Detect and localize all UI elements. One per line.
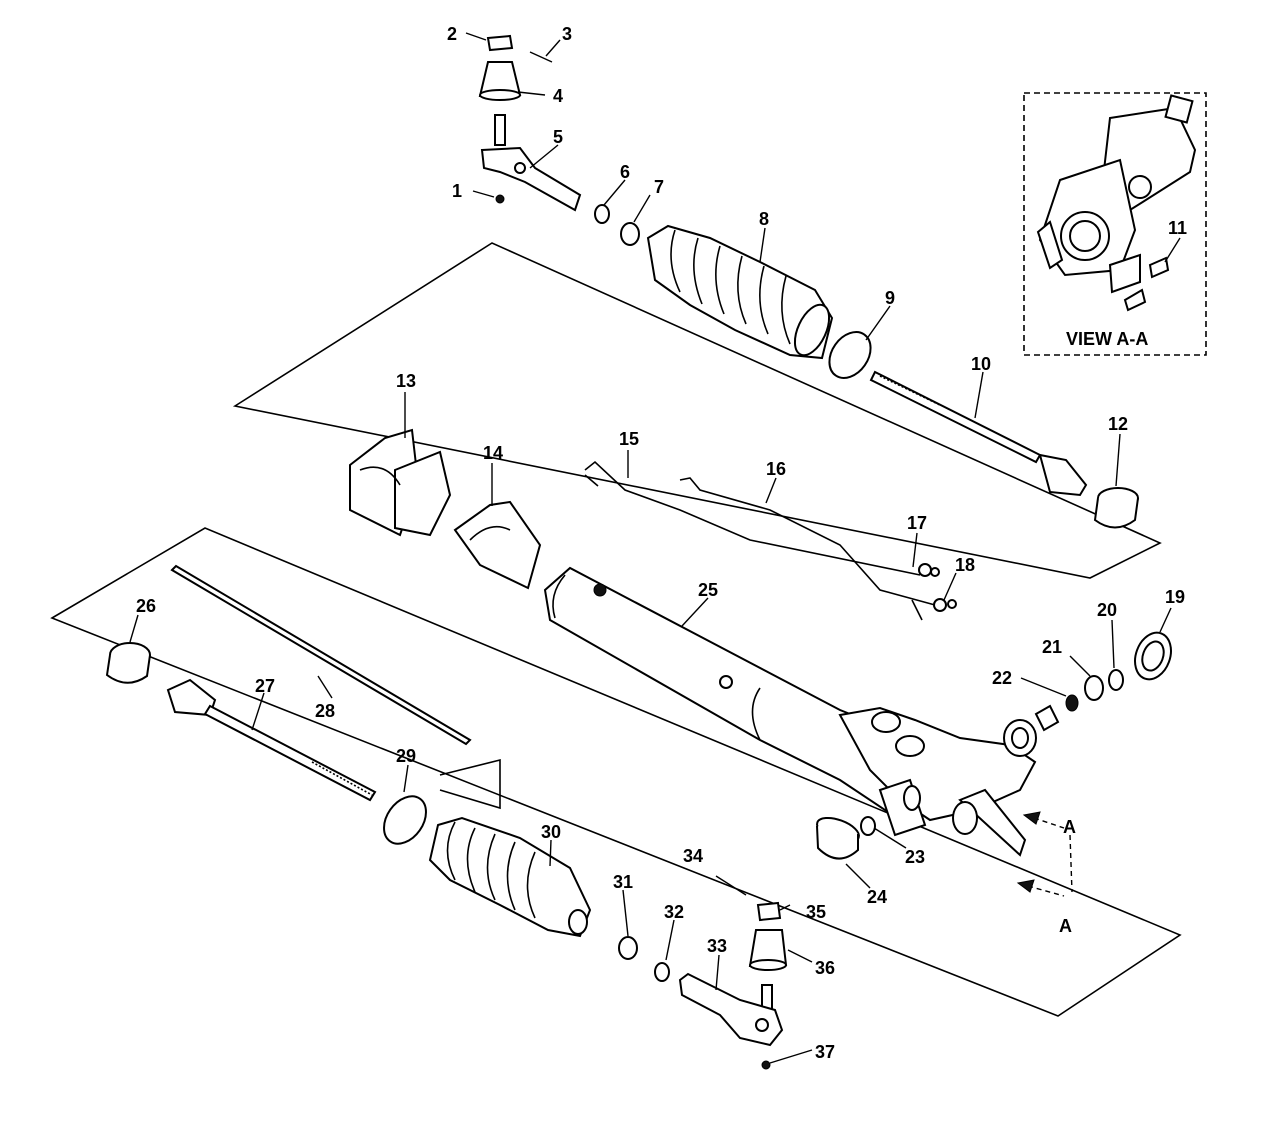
- callout-31: 31: [613, 872, 633, 892]
- callout-20: 20: [1097, 600, 1117, 620]
- pinion-seal-19: [1134, 631, 1172, 681]
- section-marker-a-lower: A: [1059, 916, 1072, 936]
- boot-clamp-upper-icon: [828, 331, 872, 379]
- callout-26: 26: [136, 596, 156, 616]
- view-a-a-label: VIEW A-A: [1066, 329, 1148, 349]
- callout-27: 27: [255, 676, 275, 696]
- boot-clamp-lower-icon: [383, 795, 427, 845]
- nut-23: [860, 816, 876, 836]
- grease-fitting-icon: [495, 194, 505, 204]
- callout-19: 19: [1165, 587, 1185, 607]
- callout-30: 30: [541, 822, 561, 842]
- castle-nut-icon: [486, 34, 514, 52]
- callout-24: 24: [867, 887, 887, 907]
- lower-rack-boot: [428, 816, 592, 938]
- callout-28: 28: [315, 701, 335, 721]
- leader-lines: [129, 32, 1172, 1064]
- fluid-line-16: [679, 477, 936, 621]
- rack-housing: [543, 566, 1060, 857]
- callout-5: 5: [553, 127, 563, 147]
- outer-tie-rod-end-icon: [480, 146, 582, 212]
- callout-15: 15: [619, 429, 639, 449]
- upper-rack-boot: [646, 224, 834, 360]
- lower-group-outline: [50, 527, 1182, 1017]
- callout-8: 8: [759, 209, 769, 229]
- upper-inner-tie-rod: [869, 370, 1088, 497]
- line-fitting-18: [933, 598, 957, 612]
- bushing-24: [816, 816, 860, 860]
- cotter-pin-icon: [529, 51, 553, 63]
- bracket-detail: [439, 758, 501, 810]
- upper-outer-tie-rod-assembly: [478, 34, 640, 246]
- callout-3: 3: [562, 24, 572, 44]
- valve-housing-icon: [1036, 94, 1197, 294]
- section-marker-a-upper: A: [1063, 817, 1076, 837]
- callout-10: 10: [971, 354, 991, 374]
- callout-21: 21: [1042, 637, 1062, 657]
- callout-12: 12: [1108, 414, 1128, 434]
- line-fitting-17: [918, 563, 940, 577]
- callout-23: 23: [905, 847, 925, 867]
- mounting-bracket: [349, 428, 452, 537]
- callout-37: 37: [815, 1042, 835, 1062]
- callout-4: 4: [553, 86, 563, 106]
- callout-2: 2: [447, 24, 457, 44]
- lower-inner-tie-rod: [166, 678, 377, 802]
- part-11-shim-icon: [1123, 256, 1170, 312]
- callout-1: 1: [452, 181, 462, 201]
- callout-6: 6: [620, 162, 630, 182]
- fluid-line-15: [584, 460, 921, 576]
- callout-13: 13: [396, 371, 416, 391]
- callout-36: 36: [815, 958, 835, 978]
- callout-14: 14: [483, 443, 503, 463]
- callout-35: 35: [806, 902, 826, 922]
- jam-nut-32: [654, 962, 670, 982]
- snap-ring-20: [1108, 669, 1124, 691]
- callout-16: 16: [766, 459, 786, 479]
- upper-group-outline: [232, 242, 1162, 579]
- insulator-bushing: [453, 500, 542, 590]
- callout-25: 25: [698, 580, 718, 600]
- callout-11: 11: [1168, 218, 1187, 238]
- callout-7: 7: [654, 177, 664, 197]
- boot-clamp-small-icon: [620, 222, 640, 246]
- callout-32: 32: [664, 902, 684, 922]
- boot-clamp-31: [618, 936, 638, 960]
- nut-22: [1065, 694, 1079, 712]
- rack-rod-28: [170, 564, 472, 746]
- callouts: 1 2 3 4 5 6 7 8 9 10 12 13 14 15 16 17 1…: [136, 24, 1185, 1062]
- callout-17: 17: [907, 513, 927, 533]
- callout-29: 29: [396, 746, 416, 766]
- callout-9: 9: [885, 288, 895, 308]
- upper-bushing: [1093, 487, 1139, 529]
- jam-nut-icon: [594, 204, 610, 224]
- lower-bushing-26: [105, 642, 151, 684]
- callout-18: 18: [955, 555, 975, 575]
- view-a-a-box: 11 VIEW A-A: [1023, 92, 1207, 356]
- callout-33: 33: [707, 936, 727, 956]
- bearing-21: [1084, 675, 1104, 701]
- lower-outer-tie-rod-assembly: [678, 875, 788, 1070]
- callout-34: 34: [683, 846, 703, 866]
- section-arrows: A A: [1016, 811, 1076, 936]
- callout-22: 22: [992, 668, 1012, 688]
